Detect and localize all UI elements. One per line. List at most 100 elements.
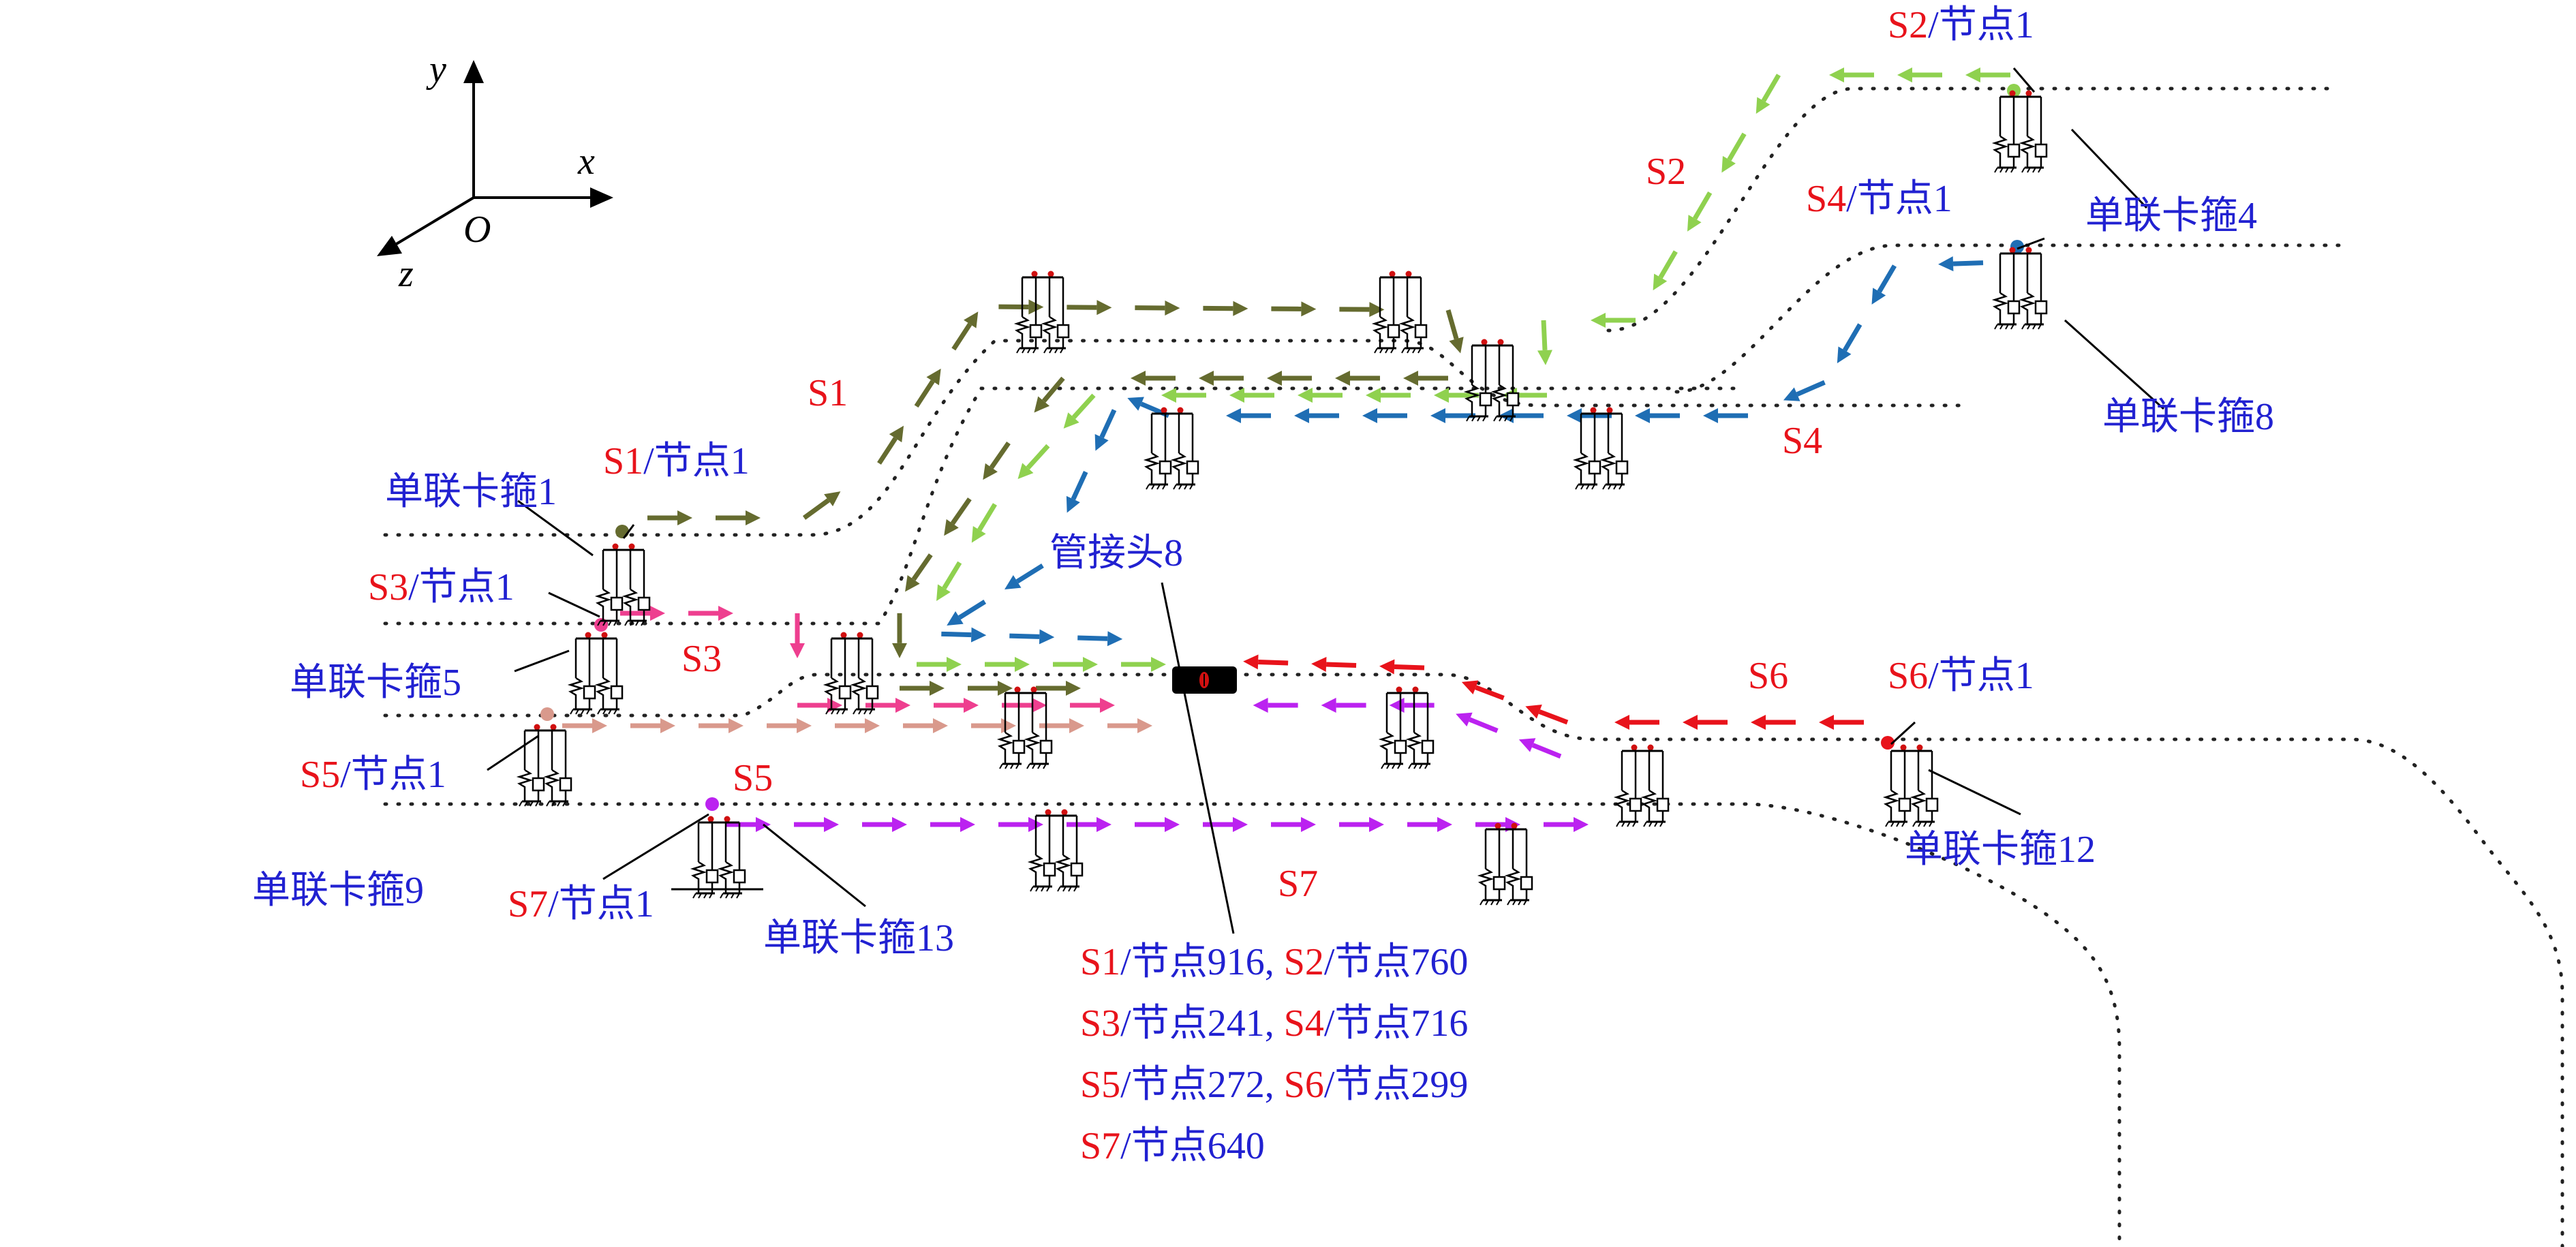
flow-arrow-shaft [1538, 709, 1569, 725]
clamp-symbol [1615, 743, 1670, 828]
flow-arrow-head [1032, 698, 1047, 713]
coordinate-axes [377, 60, 613, 256]
start-node-label-s5: S5/节点1 [300, 754, 446, 796]
flow-arrow-shaft [1842, 323, 1862, 352]
flow-arrow-head [892, 817, 907, 832]
flow-arrow-head [1094, 434, 1109, 451]
pipe-s4 [1674, 243, 2346, 394]
flow-arrow-shaft [1469, 717, 1499, 733]
clamp-symbol [1029, 808, 1084, 893]
flow-arrow-head [1066, 681, 1081, 696]
flow-arrow-shaft [1099, 409, 1117, 439]
end-nodes-line-3: S5/节点272, S6/节点299 [1080, 1064, 1468, 1106]
clamp-symbol [1574, 406, 1629, 491]
flow-arrow-head [1301, 301, 1317, 317]
flow-arrow-shaft [1693, 191, 1713, 220]
flow-s1 [647, 299, 1464, 696]
flow-arrow-head [1253, 698, 1268, 713]
flow-arrow-head [1301, 817, 1316, 832]
flow-arrow-head [1574, 817, 1589, 832]
flow-arrow-head [718, 606, 733, 621]
start-node-label-s4: S4/节点1 [1806, 178, 1952, 220]
flow-arrow-shaft [1952, 260, 1984, 266]
pipe-joint-8 [1172, 666, 1237, 694]
clamp-symbol [518, 723, 572, 807]
segment-label-s6: S6 [1748, 655, 1788, 697]
flow-arrow-head [998, 681, 1013, 696]
flow-arrow-shaft [1796, 380, 1826, 397]
flow-arrow-head [1151, 657, 1166, 672]
flow-s6 [1243, 654, 1864, 730]
flow-arrow-head [895, 698, 910, 713]
start-dot-s7 [705, 797, 719, 811]
flow-arrow-head [1127, 397, 1144, 411]
pipe-s7 [383, 802, 2121, 1247]
flow-arrow-head [1379, 659, 1395, 675]
flow-arrow-shaft [1727, 132, 1747, 161]
start-node-label-s2: S2/节点1 [1888, 4, 2034, 46]
flow-arrow-shaft [1041, 376, 1065, 403]
flow-arrow-head [1066, 495, 1080, 513]
flow-arrow-head [905, 575, 920, 592]
clamp-label-5: 单联卡箍5 [290, 662, 461, 704]
flow-arrow-head [1165, 300, 1180, 315]
flow-arrow-head [1456, 712, 1473, 727]
flow-arrow-head [1635, 408, 1650, 423]
flow-arrow-head [1430, 408, 1445, 423]
flow-arrows [562, 67, 2010, 832]
flow-arrow-head [1097, 817, 1111, 832]
segment-label-s3: S3 [681, 638, 722, 680]
flow-arrow-head [964, 698, 979, 713]
flow-arrow-shaft [1394, 664, 1425, 671]
flow-arrow-head [1267, 371, 1282, 386]
flow-arrow-head [650, 606, 665, 621]
flow-arrow-head [824, 491, 841, 507]
clamp-symbol [1465, 338, 1520, 422]
flow-arrow-head [1938, 256, 1954, 272]
clamp-label-1: 单联卡箍1 [385, 471, 557, 513]
flow-arrow-shaft [802, 498, 830, 520]
flow-arrow-shaft [1475, 685, 1505, 701]
start-node-label-s7: S7/节点1 [508, 883, 654, 925]
flow-arrow-shaft [1877, 264, 1897, 293]
flow-arrow-head [1449, 337, 1464, 354]
axis-x-label: x [577, 140, 595, 183]
flow-arrow-head [1366, 388, 1381, 403]
flow-arrow-head [1389, 698, 1405, 713]
start-node-label-s6: S6/节点1 [1888, 655, 2034, 697]
clamp-symbol [692, 815, 746, 899]
segment-label-s1: S1 [808, 372, 848, 414]
flow-arrow-shaft [877, 437, 898, 465]
flow-arrow-head [1897, 67, 1912, 82]
flow-arrow-head [1034, 396, 1050, 413]
flow-arrow-head [746, 510, 761, 525]
flow-arrow-head [790, 643, 805, 658]
flow-s4 [941, 256, 1984, 647]
flow-arrow-shaft [951, 322, 972, 351]
flow-arrow-shaft [1071, 393, 1096, 419]
flow-arrow-head [1199, 371, 1214, 386]
flow-arrow-head [1871, 288, 1886, 305]
flow-arrow-head [970, 627, 987, 643]
flow-arrow-head [1069, 718, 1084, 733]
flow-arrow-head [944, 519, 959, 536]
axis-z-label: z [398, 253, 414, 295]
flow-arrow-head [660, 718, 675, 733]
flow-arrow-shaft [1015, 564, 1044, 584]
flow-arrow-head [983, 463, 998, 480]
flow-arrow-shaft [1325, 662, 1357, 668]
flow-arrow-shaft [942, 561, 962, 590]
flow-arrow-head [1369, 817, 1384, 832]
flow-arrow-head [1819, 715, 1834, 730]
start-node-label-s1: S1/节点1 [603, 440, 750, 482]
flow-arrow-head [1165, 817, 1180, 832]
flow-arrow-shaft [950, 497, 972, 525]
flow-arrow-head [1683, 715, 1698, 730]
flow-arrow-head [592, 718, 607, 733]
clamp-label-13: 单联卡箍13 [763, 917, 954, 959]
flow-arrow-head [1226, 408, 1241, 423]
flow-arrow-head [1437, 817, 1452, 832]
leader-lines [487, 67, 2165, 934]
flow-arrow-head [797, 718, 812, 733]
